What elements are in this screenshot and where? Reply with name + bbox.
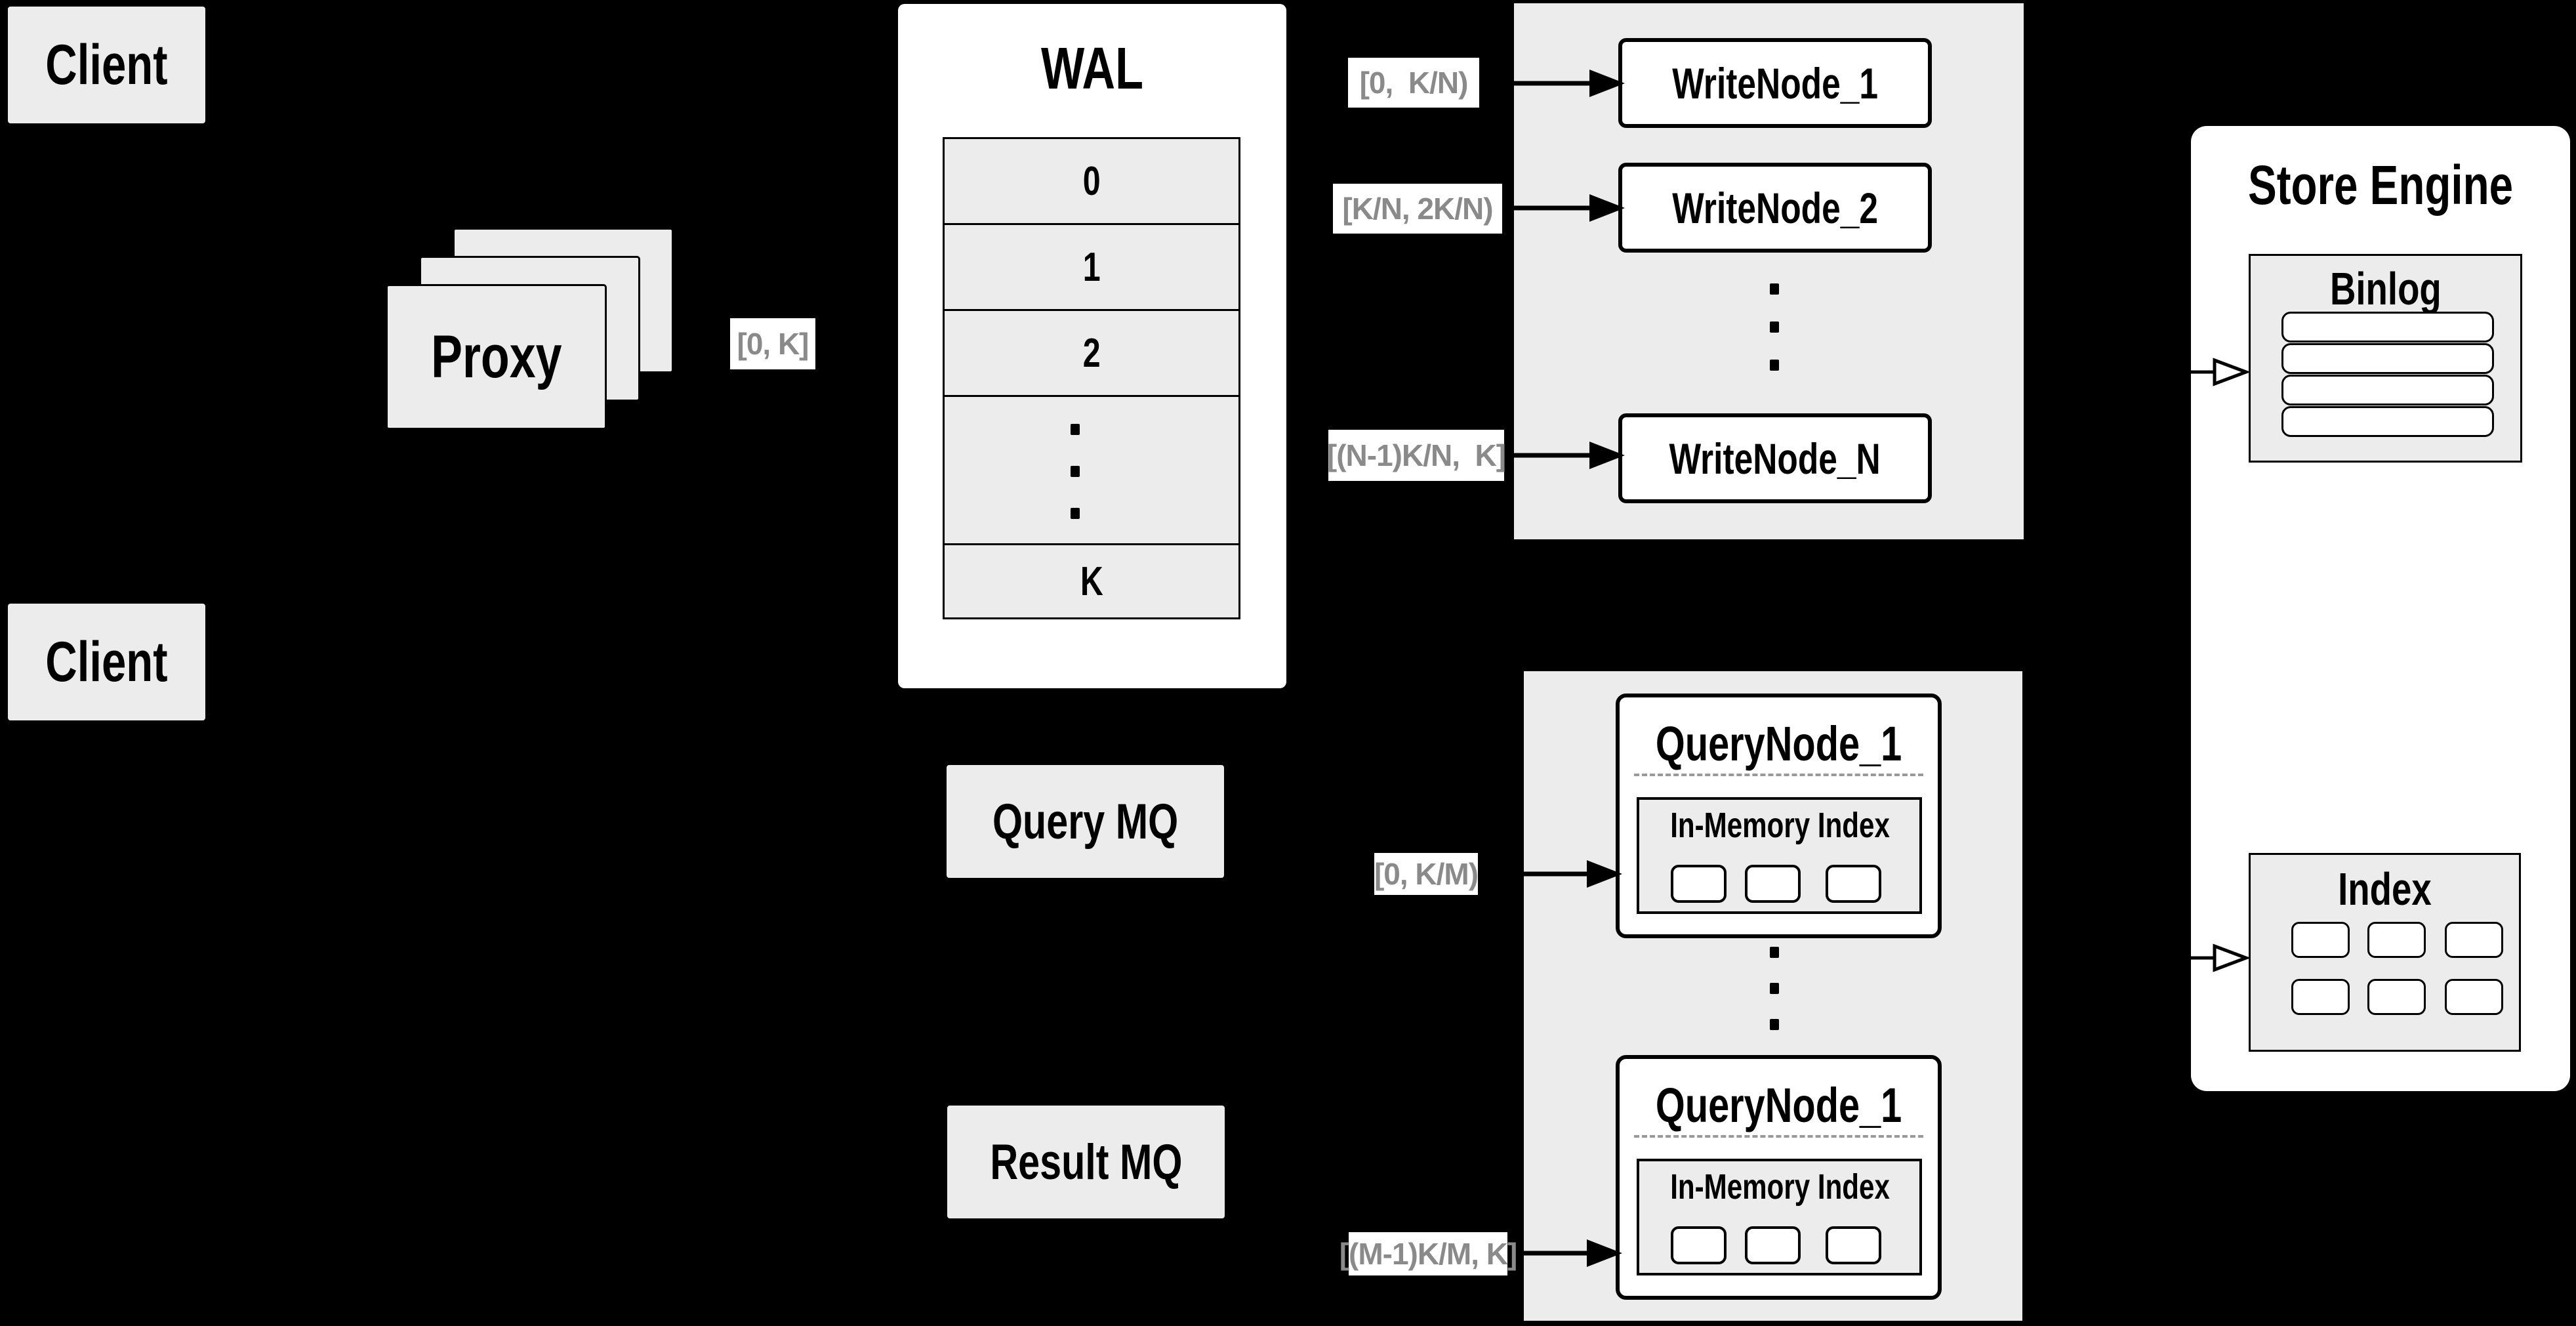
query-node-bottom-box: QueryNode_1 In-Memory Index [1616, 1055, 1942, 1300]
write-node-1-label: WriteNode_1 [1672, 58, 1878, 108]
write-node-2-box: WriteNode_2 [1618, 163, 1932, 253]
wal-segment-ellipsis [943, 395, 1240, 545]
client-box-bottom: Client [7, 602, 207, 722]
in-memory-segment-cell [1745, 1226, 1801, 1264]
index-cell [2445, 979, 2503, 1015]
index-cell [2291, 979, 2350, 1015]
query-node-top-title-band: QueryNode_1 [1620, 716, 1938, 772]
binlog-row [2281, 375, 2494, 405]
wal-ellipsis-dots-icon [1071, 424, 1080, 519]
binlog-title-band: Binlog [2251, 262, 2520, 315]
in-memory-title-band-bottom: In-Memory Index [1639, 1167, 1919, 1207]
in-memory-segment-cell [1826, 1226, 1881, 1264]
write-node-2-label: WriteNode_2 [1672, 183, 1878, 232]
client-bottom-label: Client [45, 630, 168, 694]
wal-title-band: WAL [898, 35, 1286, 103]
range-label-write-n: [(N-1)K/N, K] [1327, 430, 1506, 481]
store-engine-box: Store Engine Binlog Index [2191, 126, 2570, 1091]
binlog-box: Binlog [2249, 254, 2522, 463]
index-cell [2445, 922, 2503, 958]
query-node-top-divider [1634, 774, 1923, 776]
result-mq-label: Result MQ [989, 1134, 1183, 1190]
proxy-label: Proxy [430, 323, 562, 390]
result-mq-box: Result MQ [946, 1104, 1226, 1220]
binlog-row [2281, 312, 2494, 342]
query-node-top-in-memory-label: In-Memory Index [1670, 806, 1890, 845]
range-label-query-1: [0, K/M) [1374, 853, 1479, 895]
query-mq-label: Query MQ [992, 793, 1179, 850]
wal-segment-k: K [943, 543, 1240, 619]
wal-segment-k-label: K [1080, 558, 1103, 604]
wal-segment-1-label: 1 [1082, 244, 1101, 290]
query-mq-box: Query MQ [945, 764, 1225, 879]
wal-segment-0-label: 0 [1082, 158, 1101, 204]
query-node-bottom-title-band: QueryNode_1 [1620, 1077, 1938, 1133]
wal-segments: 0 1 2 K [943, 137, 1240, 619]
range-label-write-1: [0, K/N) [1348, 58, 1479, 108]
wal-segment-2: 2 [943, 309, 1240, 397]
query-node-bottom-in-memory-label: In-Memory Index [1670, 1167, 1890, 1207]
store-engine-title: Store Engine [2247, 154, 2514, 216]
range-label-proxy-to-wal: [0, K] [730, 318, 815, 369]
in-memory-segment-cell [1671, 865, 1727, 903]
store-engine-title-band: Store Engine [2191, 154, 2570, 217]
wal-segment-0: 0 [943, 137, 1240, 225]
write-node-1-box: WriteNode_1 [1618, 38, 1932, 128]
query-node-bottom-divider [1634, 1135, 1923, 1138]
client-box-top: Client [7, 5, 207, 125]
query-nodes-ellipsis-dots-icon [1770, 947, 1779, 1030]
query-node-bottom-title: QueryNode_1 [1655, 1078, 1902, 1132]
in-memory-segment-cell [1671, 1226, 1727, 1264]
in-memory-title-band-top: In-Memory Index [1639, 805, 1919, 846]
wal-title: WAL [1041, 36, 1143, 102]
index-title-band: Index [2251, 863, 2519, 915]
query-node-top-in-memory-box: In-Memory Index [1637, 797, 1922, 914]
index-cell [2291, 922, 2350, 958]
proxy-box-front: Proxy [386, 284, 607, 430]
in-memory-segment-cell [1826, 865, 1881, 903]
binlog-title: Binlog [2329, 263, 2442, 314]
query-node-top-box: QueryNode_1 In-Memory Index [1616, 694, 1942, 938]
binlog-row [2281, 343, 2494, 374]
wal-segment-1: 1 [943, 223, 1240, 311]
wal-box: WAL 0 1 2 K [898, 4, 1286, 688]
binlog-row [2281, 406, 2494, 437]
index-title: Index [2338, 863, 2432, 915]
index-box: Index [2249, 853, 2521, 1052]
query-node-bottom-in-memory-box: In-Memory Index [1637, 1159, 1922, 1275]
range-label-write-2: [K/N, 2K/N) [1333, 184, 1502, 234]
write-node-n-box: WriteNode_N [1618, 413, 1932, 503]
wal-segment-2-label: 2 [1082, 330, 1101, 376]
index-cell [2367, 979, 2426, 1015]
client-top-label: Client [45, 33, 168, 96]
write-node-n-label: WriteNode_N [1669, 434, 1881, 483]
in-memory-segment-cell [1745, 865, 1801, 903]
query-node-top-title: QueryNode_1 [1655, 716, 1902, 771]
index-cell [2367, 922, 2426, 958]
range-label-query-m: [(M-1)K/M, K] [1339, 1232, 1517, 1275]
write-nodes-ellipsis-dots-icon [1770, 283, 1779, 371]
